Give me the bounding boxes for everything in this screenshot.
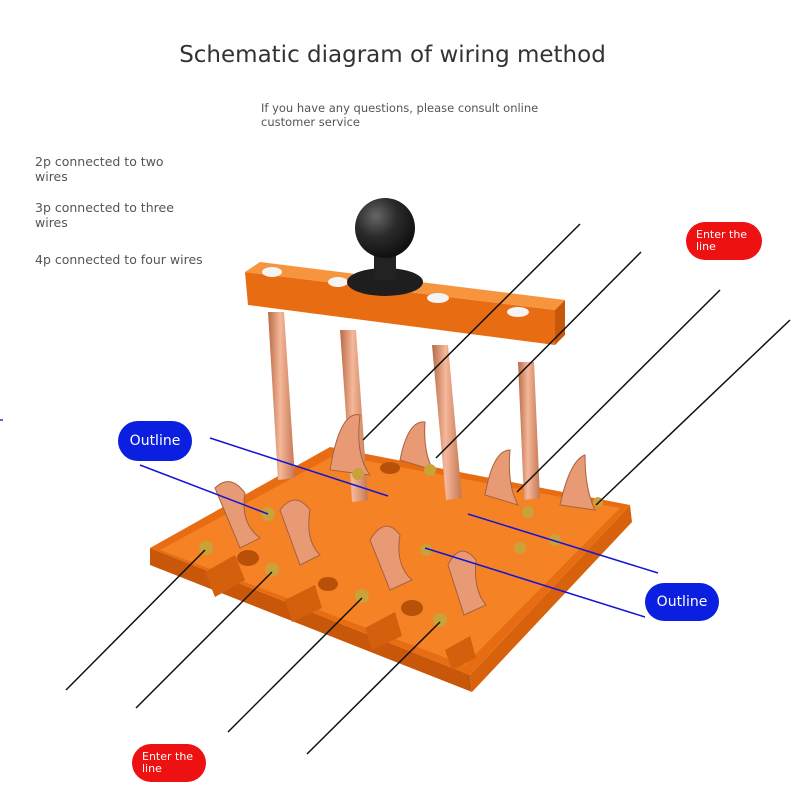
note-four-pole: 4p connected to four wires	[35, 252, 203, 267]
enter-line-callout-bottom: Enter the line	[132, 744, 206, 782]
subtitle: If you have any questions, please consul…	[261, 101, 539, 129]
upper-terminal-clips	[329, 414, 603, 546]
enter-line-bottom-label-1: Enter the	[142, 750, 194, 763]
outline-callout-right: Outline	[645, 583, 719, 621]
enter-line-top-label-2: line	[696, 240, 716, 253]
note-three-pole: 3p connected to three wires	[35, 200, 174, 230]
enter-line-top-label-1: Enter the	[696, 228, 748, 241]
enter-line-callout-top: Enter the line	[686, 222, 762, 260]
enter-line-bottom-label-2: line	[142, 762, 162, 775]
outline-callout-left-label: Outline	[129, 433, 181, 449]
outline-callout-left: Outline	[118, 421, 192, 461]
knob-handle	[347, 198, 423, 296]
note-two-pole: 2p connected to two wires	[35, 154, 164, 184]
outline-callout-right-label: Outline	[656, 594, 708, 610]
page-title: Schematic diagram of wiring method	[179, 42, 606, 68]
wire-lines	[65, 223, 791, 755]
outline-lines	[139, 437, 659, 618]
